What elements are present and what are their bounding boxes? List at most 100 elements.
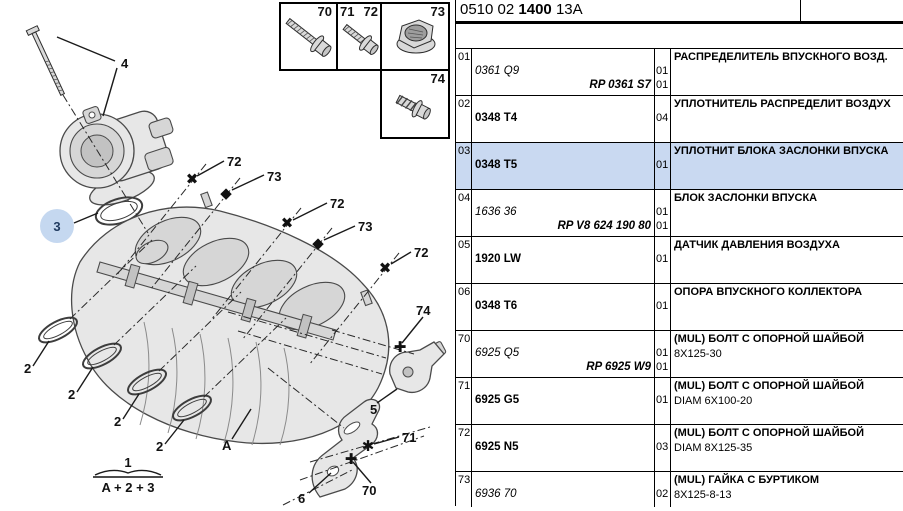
- quantity: 02: [656, 488, 669, 500]
- part-description: УПЛОТНИТЕЛЬ РАСПРЕДЕЛИТ ВОЗДУХ: [674, 98, 891, 110]
- part-ref: 6925 N5: [475, 441, 519, 453]
- row-number: 73: [456, 472, 472, 507]
- quantity: 01: [656, 206, 669, 218]
- description-cell: (MUL) ГАЙКА С БУРТИКОМ 8X125-8-13: [671, 472, 903, 507]
- legend-box-74: [380, 69, 450, 139]
- callout-72: 72: [227, 154, 241, 169]
- legend-num-70: 70: [318, 4, 332, 19]
- part-reference-cell: 0361 Q9 RP 0361 S7: [472, 49, 655, 95]
- part-description: БЛОК ЗАСЛОНКИ ВПУСКА: [674, 192, 818, 204]
- code-main: 1400: [518, 1, 552, 18]
- row-number: 72: [456, 425, 472, 471]
- page-code: 0510 02 1400 13A: [456, 0, 801, 22]
- part-description: ОПОРА ВПУСКНОГО КОЛЛЕКТОРА: [674, 286, 863, 298]
- quantity-cell: 03: [655, 425, 671, 471]
- quantity: 04: [656, 112, 669, 124]
- part-description: ДАТЧИК ДАВЛЕНИЯ ВОЗДУХА: [674, 239, 840, 251]
- description-cell: БЛОК ЗАСЛОНКИ ВПУСКА: [671, 190, 903, 236]
- fastener-legend: 70 71 72 73 74: [279, 2, 450, 139]
- callout-6: 6: [298, 491, 305, 506]
- description-cell: (MUL) БОЛТ С ОПОРНОЙ ШАЙБОЙ DIAM 6X100-2…: [671, 378, 903, 424]
- table-row-04[interactable]: 04 1636 36 RP V8 624 190 80 01 01 БЛОК З…: [456, 190, 903, 237]
- diamond-marker-icon: ◆: [220, 184, 232, 202]
- part-dimension: 8X125-8-13: [674, 489, 732, 501]
- row-number: 04: [456, 190, 472, 236]
- callout-4: 4: [121, 56, 129, 71]
- callout-A: A: [222, 438, 232, 453]
- table-row-70[interactable]: 70 6925 Q5 RP 6925 W9 01 01 (MUL) БОЛТ С…: [456, 331, 903, 378]
- row-number: 05: [456, 237, 472, 283]
- quantity: 01: [656, 65, 669, 77]
- quantity-cell: 01: [655, 237, 671, 283]
- flanged-bolt-long-icon: [285, 17, 332, 57]
- callout-2: 2: [156, 439, 163, 454]
- part-ref: 0348 T4: [475, 112, 518, 124]
- part-ref: 6925 G5: [475, 394, 520, 406]
- cross-marker-icon: ✖: [281, 214, 294, 232]
- throttle-body-drawing: [59, 105, 174, 206]
- callout-71: 71: [402, 430, 416, 445]
- table-row-06[interactable]: 06 0348 T6 01 ОПОРА ВПУСКНОГО КОЛЛЕКТОРА: [456, 284, 903, 331]
- table-row-01[interactable]: 01 0361 Q9 RP 0361 S7 01 01 РАСПРЕДЕЛИТЕ…: [456, 49, 903, 96]
- part-reference-cell: 1920 LW: [472, 237, 655, 283]
- callout-73: 73: [267, 169, 281, 184]
- port-seal-rings-drawing: [38, 316, 212, 422]
- selected-part-circle[interactable]: [40, 209, 74, 243]
- assembly-formula-text: A + 2 + 3: [102, 480, 155, 495]
- flanged-bolt-icon: [342, 23, 379, 55]
- code-suffix: 13A: [555, 1, 583, 18]
- description-cell: УПЛОТНИТЕЛЬ РАСПРЕДЕЛИТ ВОЗДУХ: [671, 96, 903, 142]
- description-cell: РАСПРЕДЕЛИТЕЛЬ ВПУСКНОГО ВОЗД.: [671, 49, 903, 95]
- part-ref-replacement: RP 6925 W9: [586, 361, 651, 373]
- star-marker-icon: ✱: [362, 437, 375, 455]
- row-number: 02: [456, 96, 472, 142]
- table-row-03-selected[interactable]: 03 0348 T5 01 УПЛОТНИТ БЛОКА ЗАСЛОНКИ ВП…: [456, 143, 903, 190]
- table-row-71[interactable]: 71 6925 G5 01 (MUL) БОЛТ С ОПОРНОЙ ШАЙБО…: [456, 378, 903, 425]
- bolt-4-drawing: [25, 25, 66, 96]
- quantity-cell: 01: [655, 378, 671, 424]
- legend-num-72: 72: [364, 4, 378, 19]
- intake-manifold-drawing: [71, 191, 390, 446]
- part-dimension: DIAM 8X125-35: [674, 442, 753, 454]
- leader-lines: [32, 36, 424, 494]
- row-number: 71: [456, 378, 472, 424]
- callout-labels: 4 72 73 72 73 72 74 71 70 5 6 A 2 2 2 2: [24, 56, 431, 506]
- support-bracket-drawing: [311, 398, 381, 498]
- header-divider: [456, 22, 903, 24]
- part-description: УПЛОТНИТ БЛОКА ЗАСЛОНКИ ВПУСКА: [674, 145, 889, 157]
- quantity: 01: [656, 220, 669, 232]
- part-ref-old: 0361 Q9: [475, 65, 520, 77]
- table-row-73[interactable]: 73 6936 70 02 (MUL) ГАЙКА С БУРТИКОМ 8X1…: [456, 472, 903, 507]
- callout-70: 70: [362, 483, 376, 498]
- quantity: 01: [656, 394, 669, 406]
- quantity-cell: 01: [655, 143, 671, 189]
- table-row-02[interactable]: 02 0348 T4 04 УПЛОТНИТЕЛЬ РАСПРЕДЕЛИТ ВО…: [456, 96, 903, 143]
- part-reference-cell: 0348 T4: [472, 96, 655, 142]
- part-description: РАСПРЕДЕЛИТЕЛЬ ВПУСКНОГО ВОЗД.: [674, 51, 888, 63]
- part-description: (MUL) БОЛТ С ОПОРНОЙ ШАЙБОЙ: [674, 380, 864, 392]
- callout-2: 2: [114, 414, 121, 429]
- part-ref-replacement: RP V8 624 190 80: [557, 220, 651, 232]
- parts-diagram: 70 71 72 73 74: [24, 2, 450, 506]
- table-row-72[interactable]: 72 6925 N5 03 (MUL) БОЛТ С ОПОРНОЙ ШАЙБО…: [456, 425, 903, 472]
- diamond-marker-icon: ◆: [312, 234, 324, 252]
- row-number: 01: [456, 49, 472, 95]
- quantity-cell: 02: [655, 472, 671, 507]
- part-ref-old: 1636 36: [475, 206, 517, 218]
- assembly-formula: 1 A + 2 + 3: [93, 455, 163, 495]
- description-cell: (MUL) БОЛТ С ОПОРНОЙ ШАЙБОЙ 8X125-30: [671, 331, 903, 377]
- part-reference-cell: 0348 T5: [472, 143, 655, 189]
- cross-marker-icon: ✖: [186, 170, 199, 188]
- part-ref: 0348 T6: [475, 300, 518, 312]
- part-ref-old: 6925 Q5: [475, 347, 520, 359]
- selected-part-callout[interactable]: 3: [40, 209, 99, 243]
- quantity: 01: [656, 361, 669, 373]
- callout-2: 2: [24, 361, 31, 376]
- callout-5: 5: [370, 402, 377, 417]
- table-row-05[interactable]: 05 1920 LW 01 ДАТЧИК ДАВЛЕНИЯ ВОЗДУХА: [456, 237, 903, 284]
- legend-num-71: 71: [340, 4, 354, 19]
- callout-72: 72: [330, 196, 344, 211]
- quantity: 01: [656, 79, 669, 91]
- quantity: 03: [656, 441, 669, 453]
